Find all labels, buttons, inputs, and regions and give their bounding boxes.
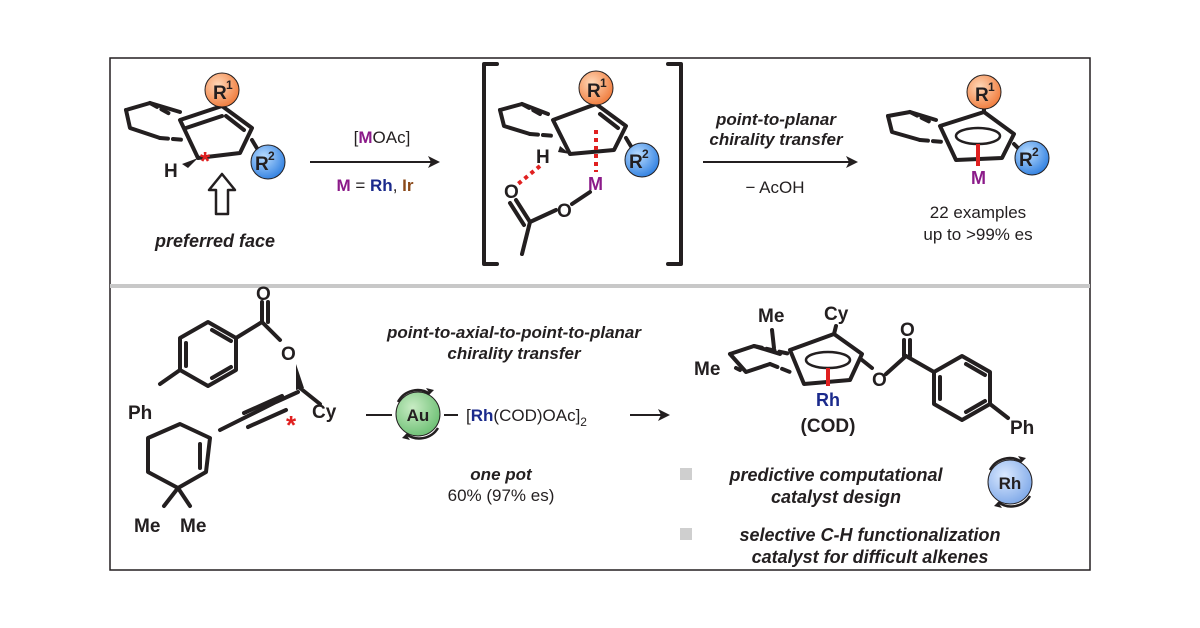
- prod-metal: M: [971, 168, 986, 188]
- bullet-marker-1: [680, 468, 692, 480]
- sub-me-2: Me: [180, 516, 206, 537]
- product-metallocene: R 1 R 2 M 22 examples up to >99% es: [886, 74, 1050, 244]
- bullet-2-line1: selective C-H functionalization: [739, 525, 1000, 545]
- transfer-line1: point-to-planar: [715, 110, 837, 129]
- ts-oxygen-2: O: [557, 201, 572, 222]
- bullet-marker-2: [680, 528, 692, 540]
- metal-definition: M = Rh, Ir: [336, 176, 413, 195]
- reactant-diene: R 1 R 2 H * preferred face: [124, 72, 286, 251]
- step1-arrow-group: [MOAc] M = Rh, Ir: [310, 128, 440, 195]
- r1-sup: 1: [226, 78, 233, 92]
- ts-h-atom: H: [536, 147, 550, 168]
- r2-label: R: [255, 154, 269, 175]
- rh-product: Me Me Cy Rh (COD) O O Ph: [694, 304, 1034, 439]
- prod-o-ester: O: [872, 370, 887, 391]
- bottom-transfer-line1: point-to-axial-to-point-to-planar: [386, 323, 642, 342]
- r1-label: R: [213, 83, 227, 104]
- byproduct-acoh: − AcOH: [745, 178, 804, 197]
- prod-ph: Ph: [1010, 418, 1034, 439]
- preferred-face-arrow: [207, 172, 237, 216]
- ts-r1-label: R: [587, 81, 601, 102]
- prod-cod: (COD): [801, 416, 856, 437]
- ts-bracket-left: [482, 62, 499, 266]
- prod-r1-sup: 1: [988, 80, 995, 94]
- h-atom: H: [164, 161, 178, 182]
- r2-sup: 2: [268, 149, 275, 163]
- bullet-1-line1: predictive computational: [728, 465, 943, 485]
- bottom-transfer-line2: chirality transfer: [447, 344, 582, 363]
- bullet-2-line2: catalyst for difficult alkenes: [752, 547, 989, 567]
- sub-o-ester: O: [281, 344, 296, 365]
- prod-me-left: Me: [694, 359, 720, 380]
- bullet-1-line2: catalyst design: [771, 487, 901, 507]
- step3-arrow-group: point-to-axial-to-point-to-planar chiral…: [366, 323, 670, 505]
- prod-r2-sup: 2: [1032, 145, 1039, 159]
- transfer-line2: chirality transfer: [709, 130, 844, 149]
- ts-r1-sup: 1: [600, 76, 607, 90]
- sub-cy: Cy: [312, 402, 337, 423]
- r1-ball: [204, 72, 240, 108]
- ts-r2-label: R: [629, 152, 643, 173]
- prod-r1-label: R: [975, 85, 989, 106]
- sub-stereo-star: *: [286, 410, 297, 440]
- enantio-selectivity: up to >99% es: [923, 225, 1032, 244]
- sub-me-1: Me: [134, 516, 160, 537]
- ts-r2-sup: 2: [642, 147, 649, 161]
- rh-reagent: [Rh(COD)OAc]2: [466, 406, 587, 429]
- yield-label: 60% (97% es): [448, 486, 555, 505]
- ts-bracket-right: [666, 62, 683, 266]
- au-label: Au: [407, 406, 430, 425]
- step2-arrow-group: point-to-planar chirality transfer − AcO…: [703, 110, 858, 197]
- sub-o-carbonyl: O: [256, 284, 271, 305]
- examples-count: 22 examples: [930, 203, 1026, 222]
- feature-bullets: predictive computational catalyst design…: [680, 456, 1033, 567]
- prod-r2-label: R: [1019, 150, 1033, 171]
- outer-frame: [109, 57, 1091, 571]
- substrate-ester: Ph O O Cy * Me Me: [128, 284, 337, 537]
- sub-ph: Ph: [128, 403, 152, 424]
- rh-badge-label: Rh: [999, 474, 1022, 493]
- prod-rh: Rh: [816, 390, 840, 410]
- ts-metal: M: [588, 174, 603, 194]
- prod-cy: Cy: [824, 304, 849, 325]
- preferred-face-label: preferred face: [154, 231, 275, 251]
- one-pot-label: one pot: [470, 465, 533, 484]
- transition-state: R 1 R 2 H M O O: [482, 62, 683, 266]
- ts-oxygen-1: O: [504, 182, 519, 203]
- prod-o-carbonyl: O: [900, 320, 915, 341]
- stereo-star: *: [200, 146, 211, 176]
- reagent-moac: [MOAc]: [354, 128, 411, 147]
- rh-badge-ball: [987, 459, 1033, 505]
- prod-me-top: Me: [758, 306, 784, 327]
- au-catalyst-ball: [395, 391, 441, 437]
- r2-ball: [250, 144, 286, 180]
